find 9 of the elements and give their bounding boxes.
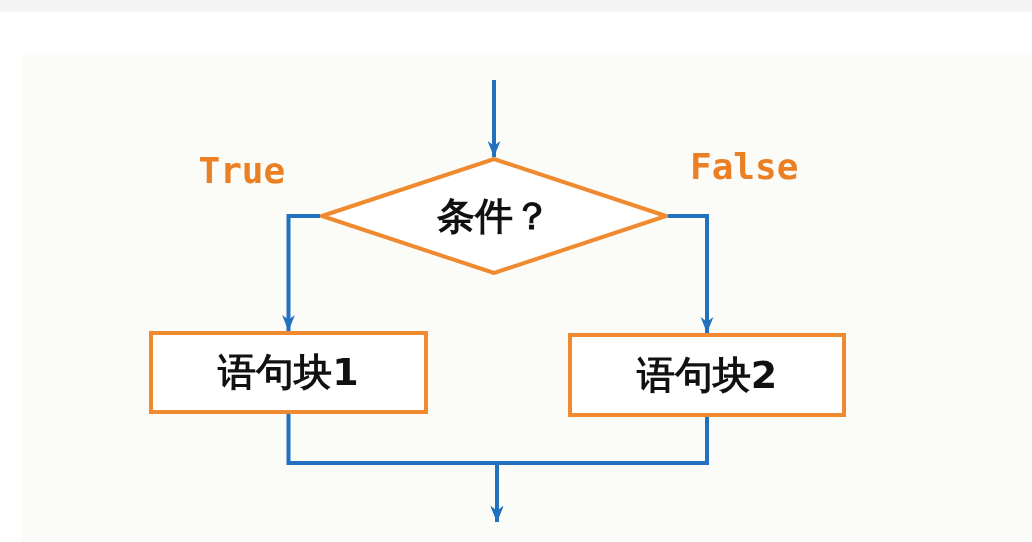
arrow	[668, 214, 714, 333]
edge-label: False	[690, 146, 799, 187]
process-box: 语句块1	[149, 331, 428, 414]
edge-label: True	[198, 150, 286, 191]
arrow	[282, 214, 320, 331]
arrow	[490, 417, 709, 522]
decision-diamond: 条件？	[320, 157, 668, 275]
arrow	[487, 80, 501, 157]
process-box: 语句块2	[568, 333, 846, 417]
